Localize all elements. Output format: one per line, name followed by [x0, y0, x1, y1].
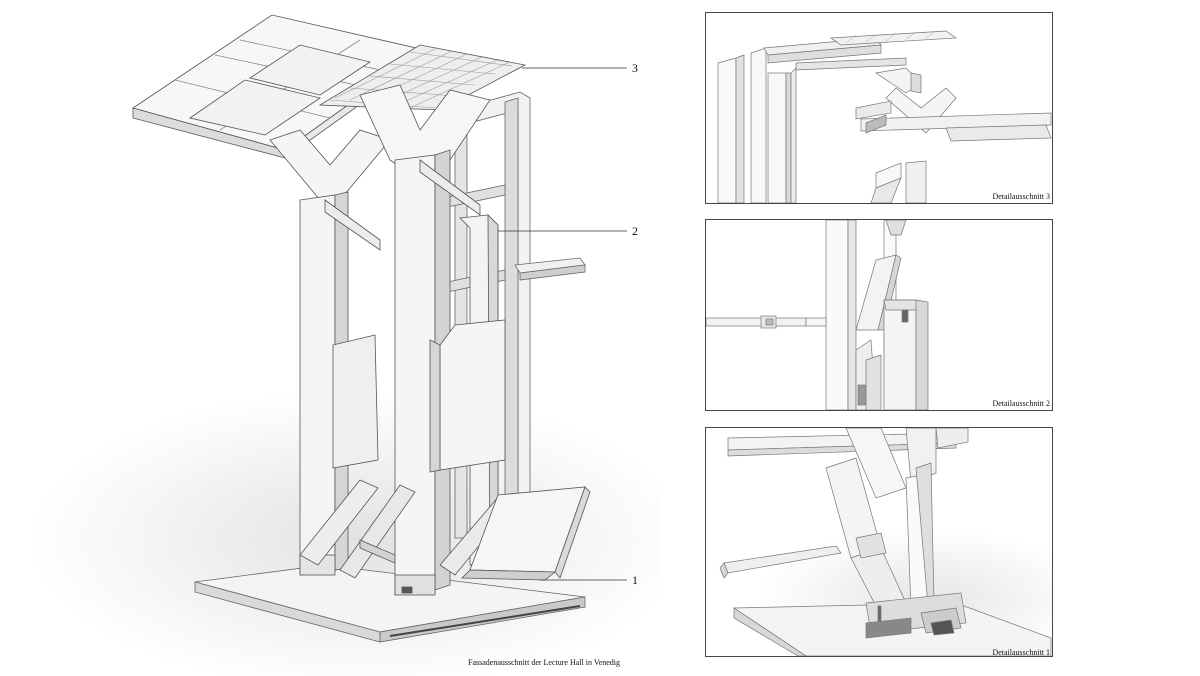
callout-number-1: 1 — [632, 573, 638, 587]
callout-number-3: 3 — [632, 61, 638, 75]
facade-model-illustration — [30, 14, 660, 676]
main-drawing-caption: Fassadenausschnitt der Lecture Hall in V… — [468, 658, 621, 667]
detail-caption-3: Detailausschnitt 3 — [992, 192, 1050, 201]
base-slab — [194, 564, 586, 643]
callout-number-2: 2 — [632, 224, 638, 238]
roof-canopy — [132, 14, 527, 159]
detail-panel-3: Detailausschnitt 3 — [705, 12, 1053, 204]
roof-grid — [329, 47, 513, 109]
folded-tray — [461, 486, 591, 581]
detail-2-illustration — [706, 220, 929, 410]
shading-panels — [332, 319, 506, 473]
detail-panel-1: Detailausschnitt 1 — [705, 427, 1053, 657]
detail-caption-1: Detailausschnitt 1 — [992, 648, 1050, 657]
detail-3-illustration — [717, 30, 1052, 203]
callout-leaders — [498, 67, 627, 581]
main-axonometric-drawing: 3 2 1 Fassadenausschnitt der Lecture Hal… — [30, 14, 660, 676]
detail-panel-2: Detailausschnitt 2 — [705, 219, 1053, 411]
detail-caption-2: Detailausschnitt 2 — [992, 399, 1050, 408]
detail-1-illustration — [719, 428, 1052, 656]
